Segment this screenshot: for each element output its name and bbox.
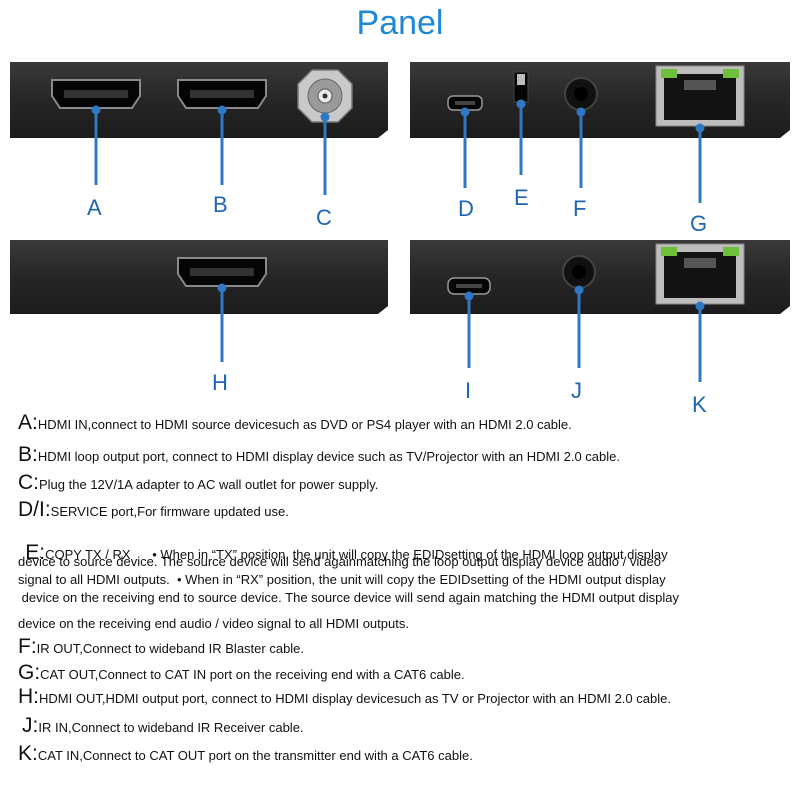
desc-key: A:: [18, 411, 38, 434]
hdmi-in-port: [51, 79, 141, 109]
ir-in-jack: [562, 255, 596, 289]
label-b: B: [213, 192, 228, 217]
desc-j: J:IR IN,Connect to wideband IR Receiver …: [22, 713, 797, 739]
rx-back-panel: [410, 240, 790, 314]
hdmi-loop-out-port: [177, 79, 267, 109]
desc-key: J:: [22, 714, 39, 737]
desc-text: COPY TX / RX • When in “TX” position, th…: [45, 547, 668, 563]
desc-g: G:CAT OUT,Connect to CAT IN port on the …: [18, 660, 793, 686]
desc-key: F:: [18, 635, 37, 658]
desc-key: G:: [18, 661, 41, 684]
desc-key: E:: [25, 541, 46, 565]
label-c: C: [316, 205, 332, 230]
desc-e-line: device on the receiving end to source de…: [18, 590, 679, 605]
label-e: E: [514, 185, 529, 210]
desc-key: B:: [18, 443, 38, 466]
desc-f: F:IR OUT,Connect to wideband IR Blaster …: [18, 634, 793, 660]
label-a: A: [87, 195, 102, 220]
label-g: G: [690, 211, 707, 236]
desc-key: C:: [18, 471, 39, 494]
desc-text: Plug the 12V/1A adapter to AC wall outle…: [39, 477, 379, 492]
desc-e-line: signal to all HDMI outputs. • When in “R…: [18, 572, 666, 587]
page-title: Panel: [356, 4, 444, 42]
rx-front-panel: [10, 240, 388, 314]
desc-text: CAT IN,Connect to CAT OUT port on the tr…: [37, 748, 473, 763]
cat-in-port: [655, 243, 745, 305]
desc-key: D/I:: [18, 498, 51, 521]
label-k: K: [692, 392, 707, 417]
desc-text: IR IN,Connect to wideband IR Receiver ca…: [38, 720, 304, 735]
ir-out-jack: [564, 77, 598, 111]
desc-text: CAT OUT,Connect to CAT IN port on the re…: [40, 667, 465, 682]
desc-h: H:HDMI OUT,HDMI output port, connect to …: [18, 684, 793, 710]
label-j: J: [571, 378, 582, 403]
panel-diagram: A B C D E F G H I J K: [10, 62, 790, 417]
tx-front-panel: [10, 62, 388, 138]
desc-text: SERVICE port,For firmware updated use.: [50, 504, 289, 519]
desc-di: D/I:SERVICE port,For firmware updated us…: [18, 497, 793, 523]
desc-text: IR OUT,Connect to wideband IR Blaster ca…: [36, 641, 305, 656]
desc-text: HDMI loop output port, connect to HDMI d…: [37, 449, 620, 464]
label-f: F: [573, 196, 586, 221]
desc-e: E:COPY TX / RX • When in “TX” position, …: [18, 524, 793, 567]
edid-switch: [513, 71, 529, 103]
label-i: I: [465, 378, 471, 403]
desc-e-line: device to source device. The source devi…: [18, 554, 661, 569]
label-d: D: [458, 196, 474, 221]
desc-k: K:CAT IN,Connect to CAT OUT port on the …: [18, 741, 793, 767]
power-jack: [297, 69, 353, 123]
desc-a: A:HDMI IN,connect to HDMI source devices…: [18, 410, 793, 436]
hdmi-out-port: [177, 257, 267, 287]
desc-c: C:Plug the 12V/1A adapter to AC wall out…: [18, 470, 793, 496]
desc-text: HDMI OUT,HDMI output port, connect to HD…: [39, 691, 671, 706]
cat-out-port: [655, 65, 745, 127]
desc-key: H:: [18, 685, 39, 708]
desc-b: B:HDMI loop output port, connect to HDMI…: [18, 442, 793, 468]
desc-key: K:: [18, 742, 38, 765]
leader-lines: [91, 99, 705, 382]
tx-back-panel: [410, 62, 790, 138]
desc-text: HDMI IN,connect to HDMI source devicesuc…: [37, 417, 572, 432]
desc-e-line: device on the receiving end audio / vide…: [18, 616, 409, 631]
label-h: H: [212, 370, 228, 395]
